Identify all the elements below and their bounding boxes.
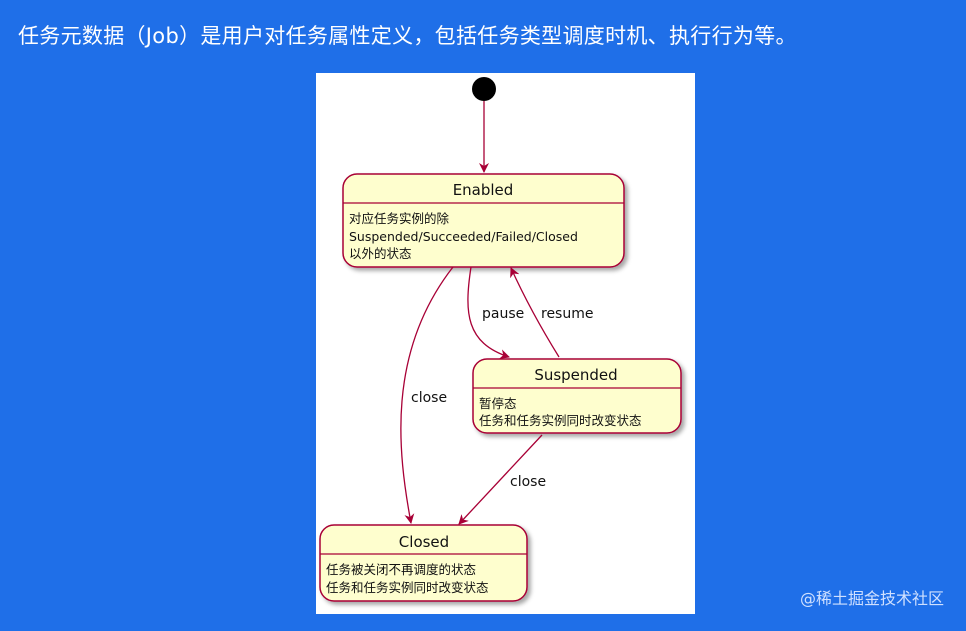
- state-enabled-name: Enabled: [453, 181, 514, 199]
- state-suspended-desc-line-2: 任务和任务实例同时改变状态: [479, 413, 642, 428]
- label-resume: resume: [541, 306, 593, 322]
- state-suspended-desc-line-1: 暂停态: [479, 396, 517, 411]
- state-closed: [319, 524, 528, 602]
- state-enabled: [342, 173, 625, 268]
- state-suspended-name: Suspended: [534, 366, 617, 384]
- site-watermark: @稀土掘金技术社区: [799, 589, 944, 608]
- arrow-suspended-to-enabled: [510, 267, 560, 358]
- arrow-enabled-to-closed: [400, 266, 454, 524]
- label-close-from-enabled: close: [411, 390, 447, 406]
- state-enabled-desc-line-2: Suspended/Succeeded/Failed/Closed: [349, 229, 578, 244]
- state-closed-desc-line-1: 任务被关闭不再调度的状态: [326, 562, 476, 577]
- state-diagram-canvas: Enabled 对应任务实例的除 Suspended/Succeeded/Fai…: [319, 77, 682, 602]
- arrow-enabled-to-suspended: [467, 266, 510, 359]
- state-enabled-desc-line-1: 对应任务实例的除: [349, 211, 450, 226]
- arrow-suspended-to-closed: [458, 434, 543, 525]
- start-node: [472, 77, 496, 101]
- state-enabled-desc-line-3: 以外的状态: [349, 246, 412, 261]
- label-pause: pause: [482, 306, 524, 322]
- state-suspended: [472, 358, 682, 434]
- state-diagram: Enabled 对应任务实例的除 Suspended/Succeeded/Fai…: [316, 73, 695, 614]
- state-closed-name: Closed: [399, 533, 449, 551]
- state-closed-desc-line-2: 任务和任务实例同时改变状态: [326, 580, 489, 595]
- page-heading: 任务元数据（Job）是用户对任务属性定义，包括任务类型调度时机、执行行为等。: [18, 24, 797, 48]
- label-close-from-suspended: close: [510, 474, 546, 490]
